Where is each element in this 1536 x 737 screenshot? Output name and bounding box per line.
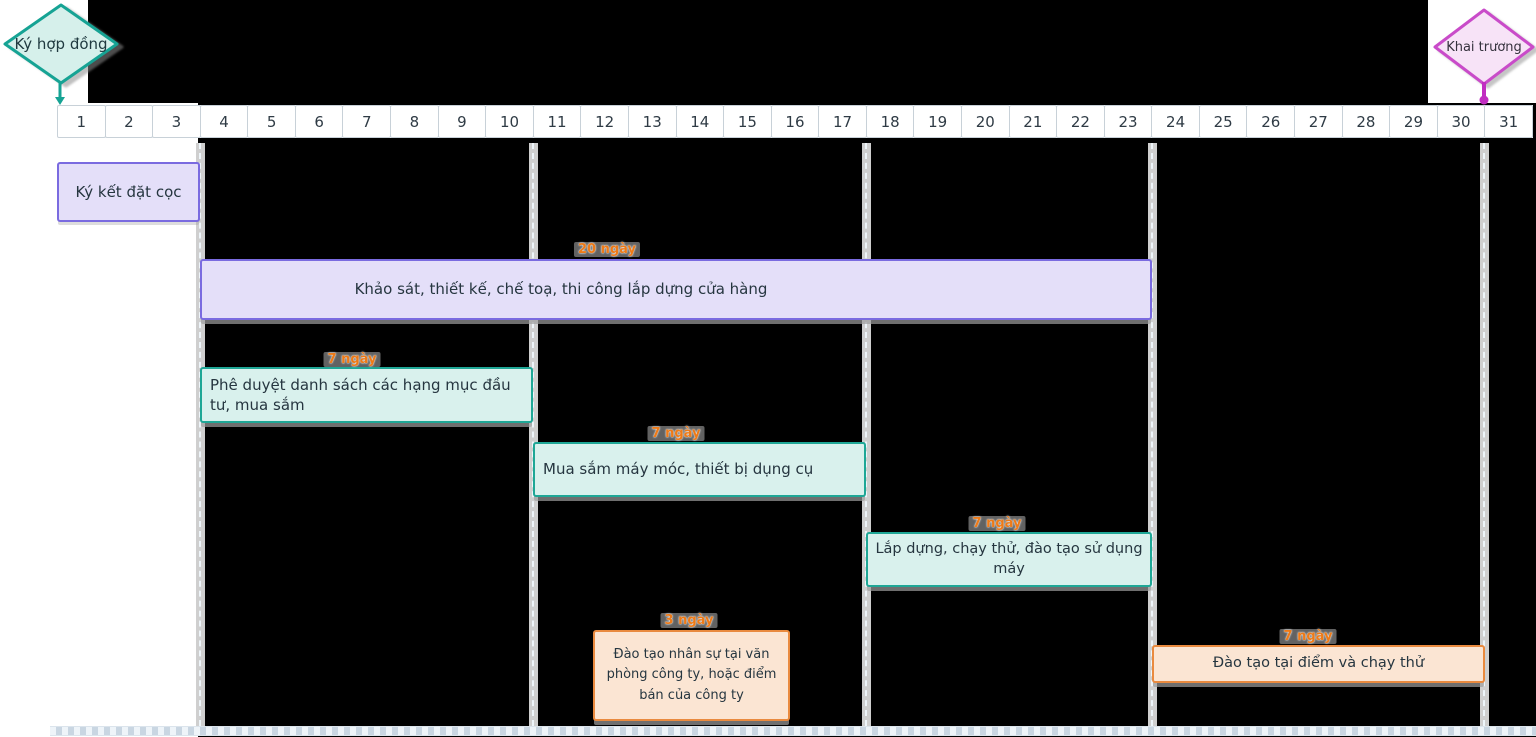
task-box-hq-staff-training[interactable]: Đào tạo nhân sự tại văn phòng công ty, h… [593, 630, 790, 721]
day-cell-19: 19 [913, 105, 962, 138]
day-cell-27: 27 [1294, 105, 1343, 138]
day-cell-15: 15 [723, 105, 772, 138]
day-cell-8: 8 [390, 105, 439, 138]
day-cell-30: 30 [1436, 105, 1486, 138]
task-bar-install-test-train[interactable]: Lắp dựng, chạy thử, đào tạo sử dụng máy [866, 532, 1152, 587]
task-label: Lắp dựng, chạy thử, đào tạo sử dụng máy [875, 540, 1143, 577]
milestone-label: Ký hợp đồng [14, 35, 108, 53]
column-separator [1480, 143, 1489, 726]
day-cell-18: 18 [865, 105, 915, 138]
day-cell-31: 31 [1484, 105, 1533, 138]
task-label: Phê duyệt danh sách các hạng mục đầu tư,… [210, 375, 511, 414]
day-cell-11: 11 [532, 105, 582, 138]
end-connector-line-icon [1479, 82, 1489, 105]
task-bar-survey-design-build[interactable]: Khảo sát, thiết kế, chế toạ, thi công lắ… [200, 259, 1152, 320]
column-separator [196, 143, 205, 726]
day-cell-17: 17 [818, 105, 867, 138]
day-cell-28: 28 [1341, 105, 1391, 138]
bottom-dashed-border [50, 726, 1536, 736]
start-connector-arrow-icon [55, 82, 65, 105]
day-cell-26: 26 [1246, 105, 1296, 138]
duration-label-hq-training: 3 ngày [660, 613, 718, 628]
task-bar-onsite-training[interactable]: Đào tạo tại điểm và chạy thử [1152, 645, 1485, 683]
task-label: Ký kết đặt cọc [75, 182, 182, 201]
task-label: Đào tạo nhân sự tại văn phòng công ty, h… [606, 647, 777, 703]
task-bar-approve-purchase-list[interactable]: Phê duyệt danh sách các hạng mục đầu tư,… [200, 367, 533, 423]
milestone-label: Khai trương [1446, 39, 1522, 55]
day-cell-29: 29 [1389, 105, 1438, 138]
duration-label-purchase: 7 ngày [647, 426, 705, 441]
day-cell-9: 9 [437, 105, 487, 138]
day-cell-13: 13 [627, 105, 677, 138]
column-separator [862, 143, 871, 726]
day-cell-6: 6 [294, 105, 344, 138]
day-cell-20: 20 [960, 105, 1010, 138]
milestone-sign-contract[interactable]: Ký hợp đồng [2, 2, 120, 86]
task-bar-deposit-signing[interactable]: Ký kết đặt cọc [57, 162, 200, 222]
day-cell-10: 10 [485, 105, 534, 138]
day-cell-12: 12 [580, 105, 629, 138]
duration-label-approve: 7 ngày [323, 352, 381, 367]
task-label: Khảo sát, thiết kế, chế toạ, thi công lắ… [354, 280, 768, 299]
day-cell-14: 14 [675, 105, 725, 138]
day-cell-23: 23 [1103, 105, 1153, 138]
day-cell-2: 2 [104, 105, 154, 138]
column-separator [1148, 143, 1157, 726]
day-cell-1: 1 [57, 105, 106, 138]
day-cell-22: 22 [1056, 105, 1105, 138]
column-separator [529, 143, 538, 726]
task-label: Mua sắm máy móc, thiết bị dụng cụ [543, 460, 814, 479]
day-cell-4: 4 [199, 105, 249, 138]
task-bar-purchase-equipment[interactable]: Mua sắm máy móc, thiết bị dụng cụ [533, 442, 866, 497]
day-cell-3: 3 [152, 105, 201, 138]
day-cell-7: 7 [342, 105, 392, 138]
task-label: Đào tạo tại điểm và chạy thử [1212, 655, 1425, 672]
day-cell-25: 25 [1198, 105, 1248, 138]
duration-label-onsite: 7 ngày [1279, 629, 1337, 644]
day-cell-16: 16 [770, 105, 820, 138]
day-cell-5: 5 [247, 105, 296, 138]
duration-label-install: 7 ngày [968, 516, 1026, 531]
duration-label-survey: 20 ngày [573, 242, 641, 257]
day-cell-24: 24 [1151, 105, 1200, 138]
milestone-opening[interactable]: Khai trương [1432, 8, 1536, 86]
day-cell-21: 21 [1008, 105, 1058, 138]
